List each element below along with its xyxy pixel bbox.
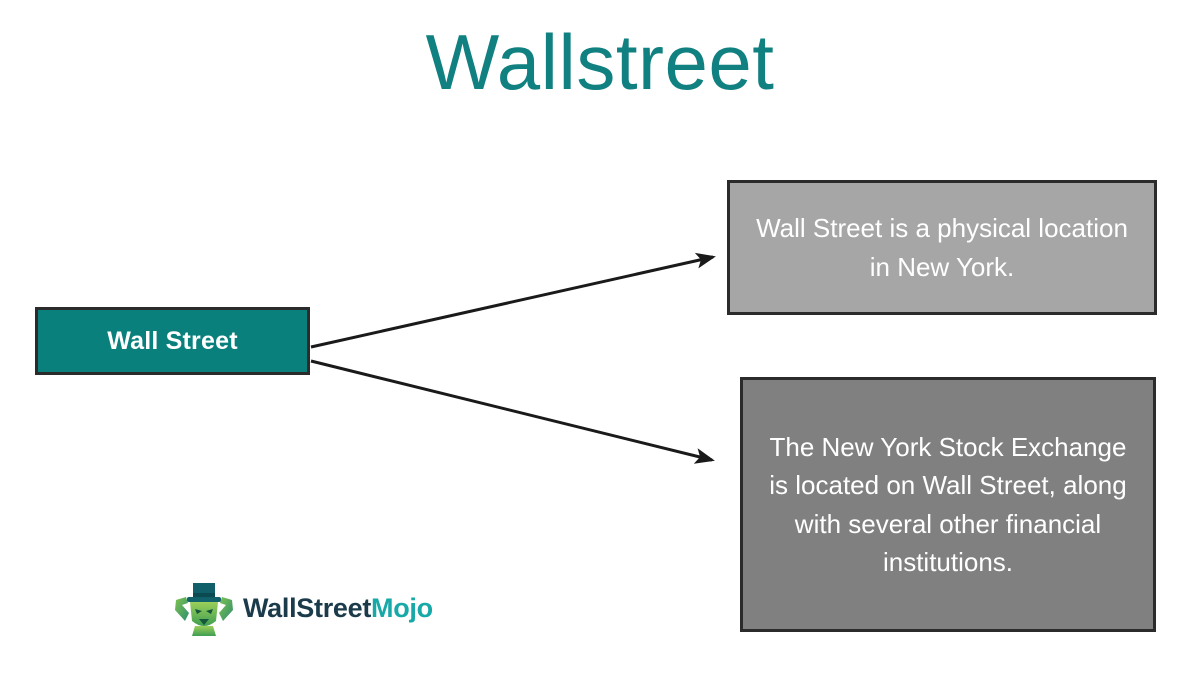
wordmark-primary: WallStreet (243, 592, 372, 623)
wallstreetmojo-logo[interactable]: WallStreetMojo (173, 580, 433, 636)
detail-box-nyse-text: The New York Stock Exchange is located o… (769, 431, 1127, 577)
detail-box-physical-location[interactable]: Wall Street is a physical location in Ne… (727, 180, 1157, 315)
connector-arrow-top (310, 252, 716, 349)
connector-arrow-bottom (310, 359, 715, 464)
wallstreetmojo-mascot-icon (175, 583, 233, 636)
detail-box-physical-location-text: Wall Street is a physical location in Ne… (756, 213, 1128, 282)
wallstreetmojo-wordmark: WallStreetMojo (243, 593, 433, 624)
wordmark-accent: Mojo (371, 592, 433, 623)
node-wall-street[interactable]: Wall Street (35, 307, 310, 375)
node-wall-street-label: Wall Street (107, 326, 238, 355)
page-title: Wallstreet (425, 18, 775, 106)
detail-box-nyse[interactable]: The New York Stock Exchange is located o… (740, 377, 1156, 632)
